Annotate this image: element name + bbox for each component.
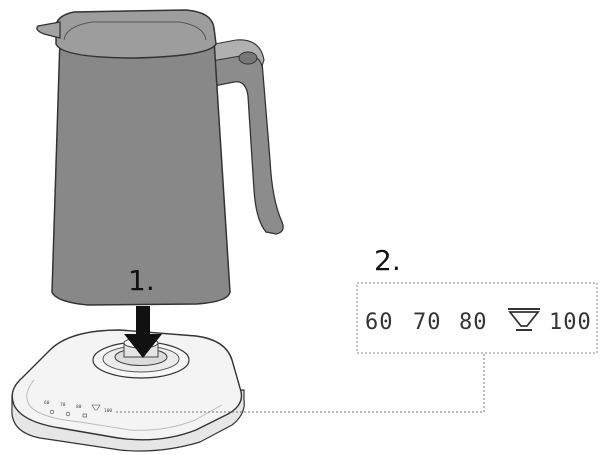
base-temp-60: 60 xyxy=(44,400,50,406)
temp-80-label: 80 xyxy=(459,310,488,335)
base-power-icon xyxy=(65,411,71,417)
base-temp-80: 80 xyxy=(76,404,82,410)
place-down-arrow xyxy=(124,306,162,358)
step-1-label: 1. xyxy=(128,264,155,297)
base-timer-icon xyxy=(82,413,87,418)
callout-leader-line xyxy=(116,353,485,413)
base-temp-100: 100 xyxy=(104,408,112,414)
temp-100-label: 100 xyxy=(549,310,592,335)
control-panel-callout: 60 70 80 100 xyxy=(356,282,598,354)
temp-70-label: 70 xyxy=(413,310,442,335)
base-temp-70: 70 xyxy=(60,402,66,408)
kettle-base xyxy=(11,329,245,452)
base-keep-warm-icon xyxy=(49,409,55,415)
kettle xyxy=(36,9,284,306)
pour-over-cone-icon xyxy=(508,308,540,331)
base-control-panel: 60 70 80 100 xyxy=(44,400,112,418)
base-pour-over-icon xyxy=(91,404,101,411)
step-2-label: 2. xyxy=(374,244,401,277)
temp-60-label: 60 xyxy=(365,310,394,335)
